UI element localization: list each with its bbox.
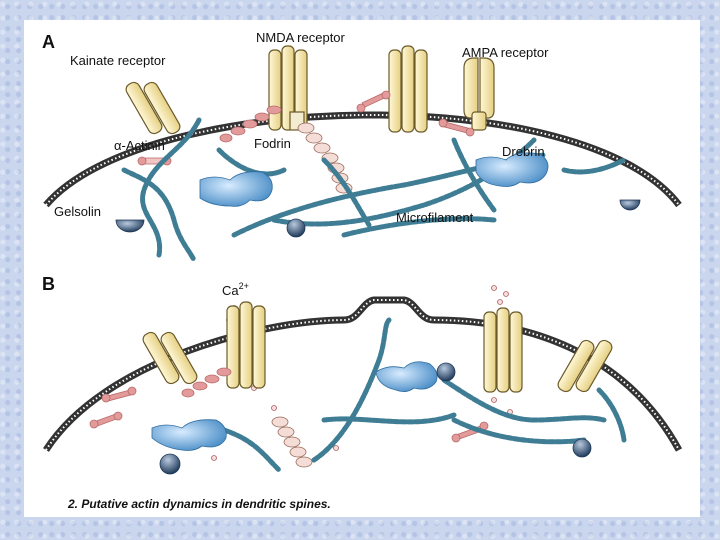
alpha-actinin-label: α-Actinin (114, 138, 165, 153)
panel-a-label: A (42, 32, 55, 52)
gelsolin-a3 (619, 199, 641, 211)
actinin-small (356, 90, 475, 137)
gelsolin-b2 (436, 362, 456, 382)
figure-caption: 2. Putative actin dynamics in dendritic … (67, 497, 331, 511)
ampa-receptor-label: AMPA receptor (462, 45, 549, 60)
nmda-receptor-label: NMDA receptor (256, 30, 346, 45)
panel-b-label: B (42, 274, 55, 294)
drebrin-label: Drebrin (502, 144, 545, 159)
gelsolin-a1 (115, 219, 145, 233)
gelsolin-label: Gelsolin (54, 204, 101, 219)
drebrin-a1 (199, 171, 273, 207)
fodrin-b (271, 416, 313, 468)
drebrin-b2 (151, 419, 227, 451)
ampa-receptor-b (557, 339, 613, 393)
nmda-receptor-2 (388, 45, 428, 133)
gelsolin-b3 (572, 438, 592, 458)
calcium-label: Ca2+ (222, 281, 249, 298)
fodrin-label: Fodrin (254, 136, 291, 151)
gelsolin-a2 (286, 218, 306, 238)
microfilaments-b (221, 317, 627, 473)
kainate-receptor-b (142, 331, 198, 385)
drebrin-a2 (475, 152, 549, 187)
slide: A Kainate receptor NMDA receptor AMPA re… (24, 20, 700, 517)
ampa-receptor (463, 57, 495, 131)
alpha-actinin-b (89, 367, 489, 443)
nmda-receptor-1 (268, 45, 308, 131)
gelsolin-b1 (159, 453, 181, 475)
kainate-receptor (125, 81, 181, 135)
drebrin-b1 (375, 361, 438, 392)
kainate-receptor-label: Kainate receptor (70, 53, 166, 68)
nmda-receptor-b2 (483, 307, 523, 393)
microfilaments-a (121, 117, 627, 263)
nmda-receptor-b (226, 301, 266, 389)
actin-dynamics-diagram: A Kainate receptor NMDA receptor AMPA re… (34, 30, 690, 511)
alpha-actinin (137, 105, 282, 166)
microfilament-label: Microfilament (396, 210, 474, 225)
